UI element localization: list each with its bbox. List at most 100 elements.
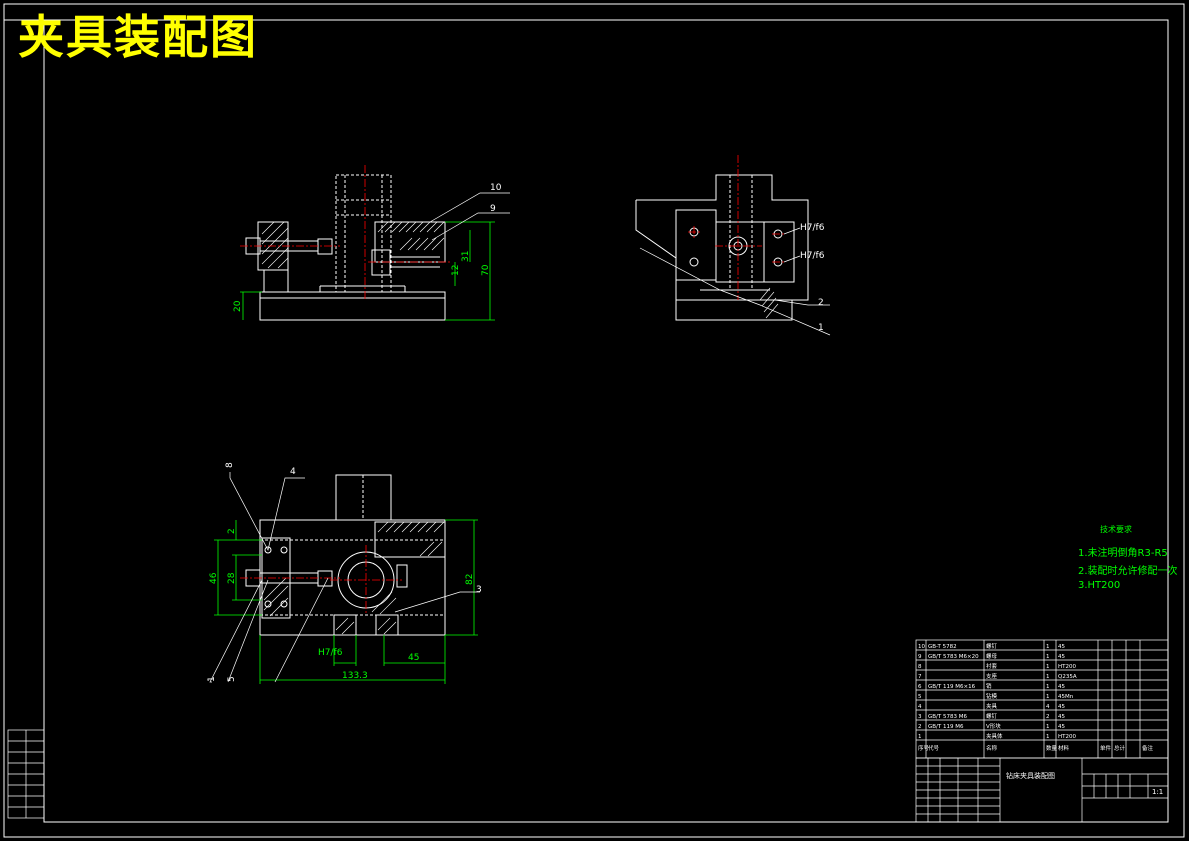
parts-list-cell: 1 [1046,724,1050,730]
parts-list-cell: 螺母 [986,652,998,660]
parts-list-grid [915,639,1169,823]
front-view-leaders [429,192,510,241]
balloon-5: 5 [227,676,237,682]
plan-view-leaders [209,472,480,683]
balloon-4: 4 [290,467,296,477]
parts-list-cell: 1 [918,734,922,740]
dim-plan-fit: H7/f6 [318,648,343,658]
front-view-dimension-text: 20 31 12 70 [233,251,491,312]
dim-plan-46: 46 [209,572,219,584]
parts-list-header-cell: 材料 [1058,744,1070,752]
dim-front-12: 12 [451,265,461,276]
parts-list-cell: 5 [918,694,922,700]
parts-list-cell: 销 [986,682,992,690]
dim-plan-133: 133.3 [342,671,368,681]
side-view [635,174,809,321]
dim-plan-82: 82 [465,574,475,585]
parts-list-cell: 1 [1046,674,1050,680]
sheet-inner-border [43,19,1169,823]
balloon-9: 9 [490,204,496,214]
parts-list-cell: 7 [918,674,922,680]
parts-list-header-cell: 序号 [918,744,930,752]
plan-view-dimension-text: 2 28 46 82 H7/f6 45 133.3 [209,528,475,681]
parts-list-header-cell: 代号 [928,744,940,752]
parts-list-cell: 1 [1046,644,1050,650]
side-view-hatch [759,287,779,319]
parts-list-cell: 2 [918,724,922,730]
parts-list-cell: 45 [1058,644,1065,650]
parts-list-cell: GB/T 5783 M6 [928,714,967,720]
parts-list-cell: 45Mn [1058,694,1074,700]
parts-list-cell: HT200 [1058,664,1076,670]
plan-view-centerlines [240,545,402,615]
front-view-centerlines [240,165,450,300]
parts-list-cell: 6 [918,684,922,690]
balloon-1-side: 1 [818,323,824,333]
plan-view-dimensions [214,519,478,684]
balloon-8: 8 [225,462,235,468]
parts-list-header-cell: 备注 [1142,744,1154,752]
parts-list-cell: GB-T 5782 [928,644,957,650]
parts-list-header-cell: 总计 [1114,744,1126,752]
parts-list-cell: GB/T 119 M6 [928,724,964,730]
parts-list-cell: HT200 [1058,734,1076,740]
parts-list-cell: 45 [1058,714,1065,720]
parts-list-cell: 支座 [986,672,998,680]
dim-front-70: 70 [481,264,491,276]
parts-list-cell: 4 [918,704,922,710]
parts-list-cell: 夹具体 [986,732,1003,740]
dim-front-31: 31 [461,251,471,262]
dim-side-fit-1: H7/f6 [800,223,825,233]
parts-list-cell: 10 [918,644,925,650]
side-view-centerlines [688,155,784,300]
plan-view-hatch [263,521,445,635]
parts-list-cell: 1 [1046,684,1050,690]
tech-requirement-1: 1.未注明倒角R3-R5 [1078,548,1168,559]
dim-plan-28: 28 [227,572,237,584]
parts-list-cell: 3 [918,714,922,720]
drawing-title: 夹具装配图 [18,10,258,64]
parts-list-cell: Q235A [1058,674,1077,680]
parts-list-cell: GB/T 5783 M6×20 [928,654,979,660]
balloon-3: 3 [476,585,482,595]
title-block-name: 钻床夹具装配图 [1006,771,1055,780]
side-view-leaders [639,227,831,336]
parts-list-cell: 1 [1046,734,1050,740]
sheet-outer-border [3,3,1185,838]
parts-list-cell: 45 [1058,654,1065,660]
balloon-10: 10 [490,183,502,193]
parts-list-cell: 螺钉 [986,712,998,720]
dim-front-20: 20 [233,300,243,312]
front-view [245,174,446,321]
parts-list-cell: 1 [1046,664,1050,670]
front-view-dimensions [240,221,495,321]
parts-list-cell: 1 [1046,694,1050,700]
plan-view [245,474,446,636]
parts-list-header-cell: 单件 [1100,744,1112,752]
parts-list-cell: 8 [918,664,922,670]
parts-list-cell: 螺钉 [986,642,998,650]
parts-list-cell: 夹具 [986,702,998,710]
parts-list-cell: 45 [1058,704,1065,710]
parts-list-cell: 2 [1046,714,1050,720]
front-view-hatch [261,221,445,269]
parts-list-cell: V形块 [986,722,1001,730]
parts-list-header-cell: 名称 [986,744,998,752]
balloon-1-plan: 1 [207,676,217,682]
tech-requirement-2: 2.装配时允许修配一次 [1078,566,1178,577]
left-margin-stamp [7,729,45,819]
parts-list-cell: 45 [1058,724,1065,730]
parts-list-cell: 衬套 [986,662,998,670]
balloon-2: 2 [818,298,824,308]
parts-list-cell: 9 [918,654,922,660]
tech-requirements-heading: 技术要求 [1100,525,1132,534]
parts-list-cell: GB/T 119 M6×16 [928,684,976,690]
dim-plan-2: 2 [227,528,237,534]
parts-list-cell: 45 [1058,684,1065,690]
tech-requirement-3: 3.HT200 [1078,580,1121,591]
title-block-scale: 1:1 [1152,788,1163,796]
parts-list-cell: 钻模 [986,692,998,700]
parts-list-header-cell: 数量 [1046,744,1058,752]
